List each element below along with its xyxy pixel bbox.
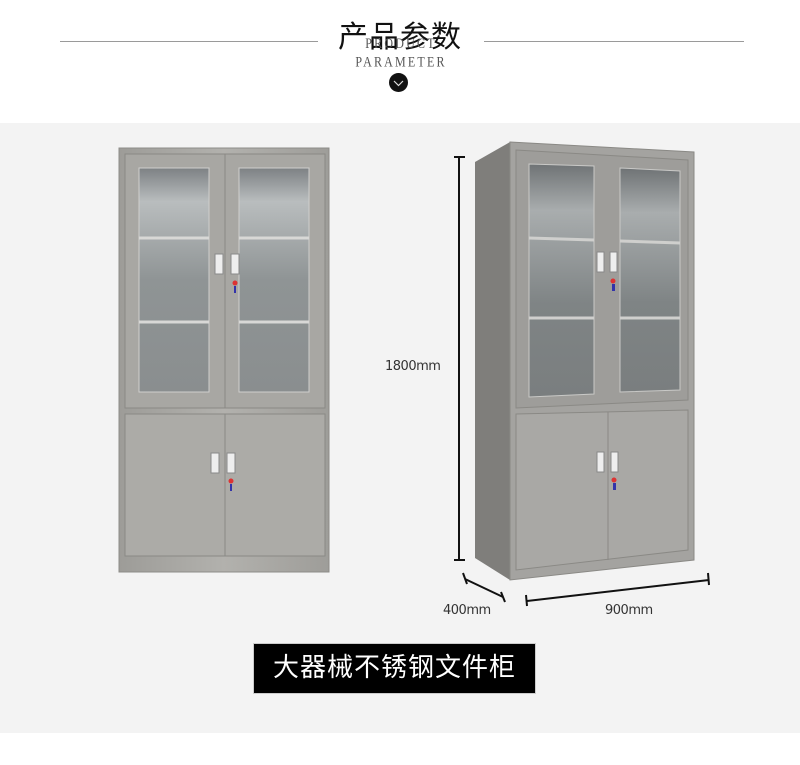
product-name-label: 大器械不锈钢文件柜 — [253, 643, 536, 694]
cabinet-front-image — [118, 147, 330, 573]
depth-dimension-line — [462, 572, 506, 603]
width-dimension-line — [525, 572, 710, 607]
width-label: 900mm — [605, 603, 653, 618]
section-title: 产品参数 — [338, 20, 462, 55]
depth-label: 400mm — [443, 603, 491, 618]
divider-right — [484, 41, 744, 42]
divider-left — [60, 41, 318, 42]
section-subtitle: PRODUCT PARAMETER — [355, 34, 447, 71]
chevron-down-circle-icon[interactable] — [389, 73, 408, 92]
height-label: 1800mm — [385, 359, 441, 374]
height-dimension-line — [454, 156, 465, 561]
cabinet-perspective-image — [475, 141, 695, 581]
